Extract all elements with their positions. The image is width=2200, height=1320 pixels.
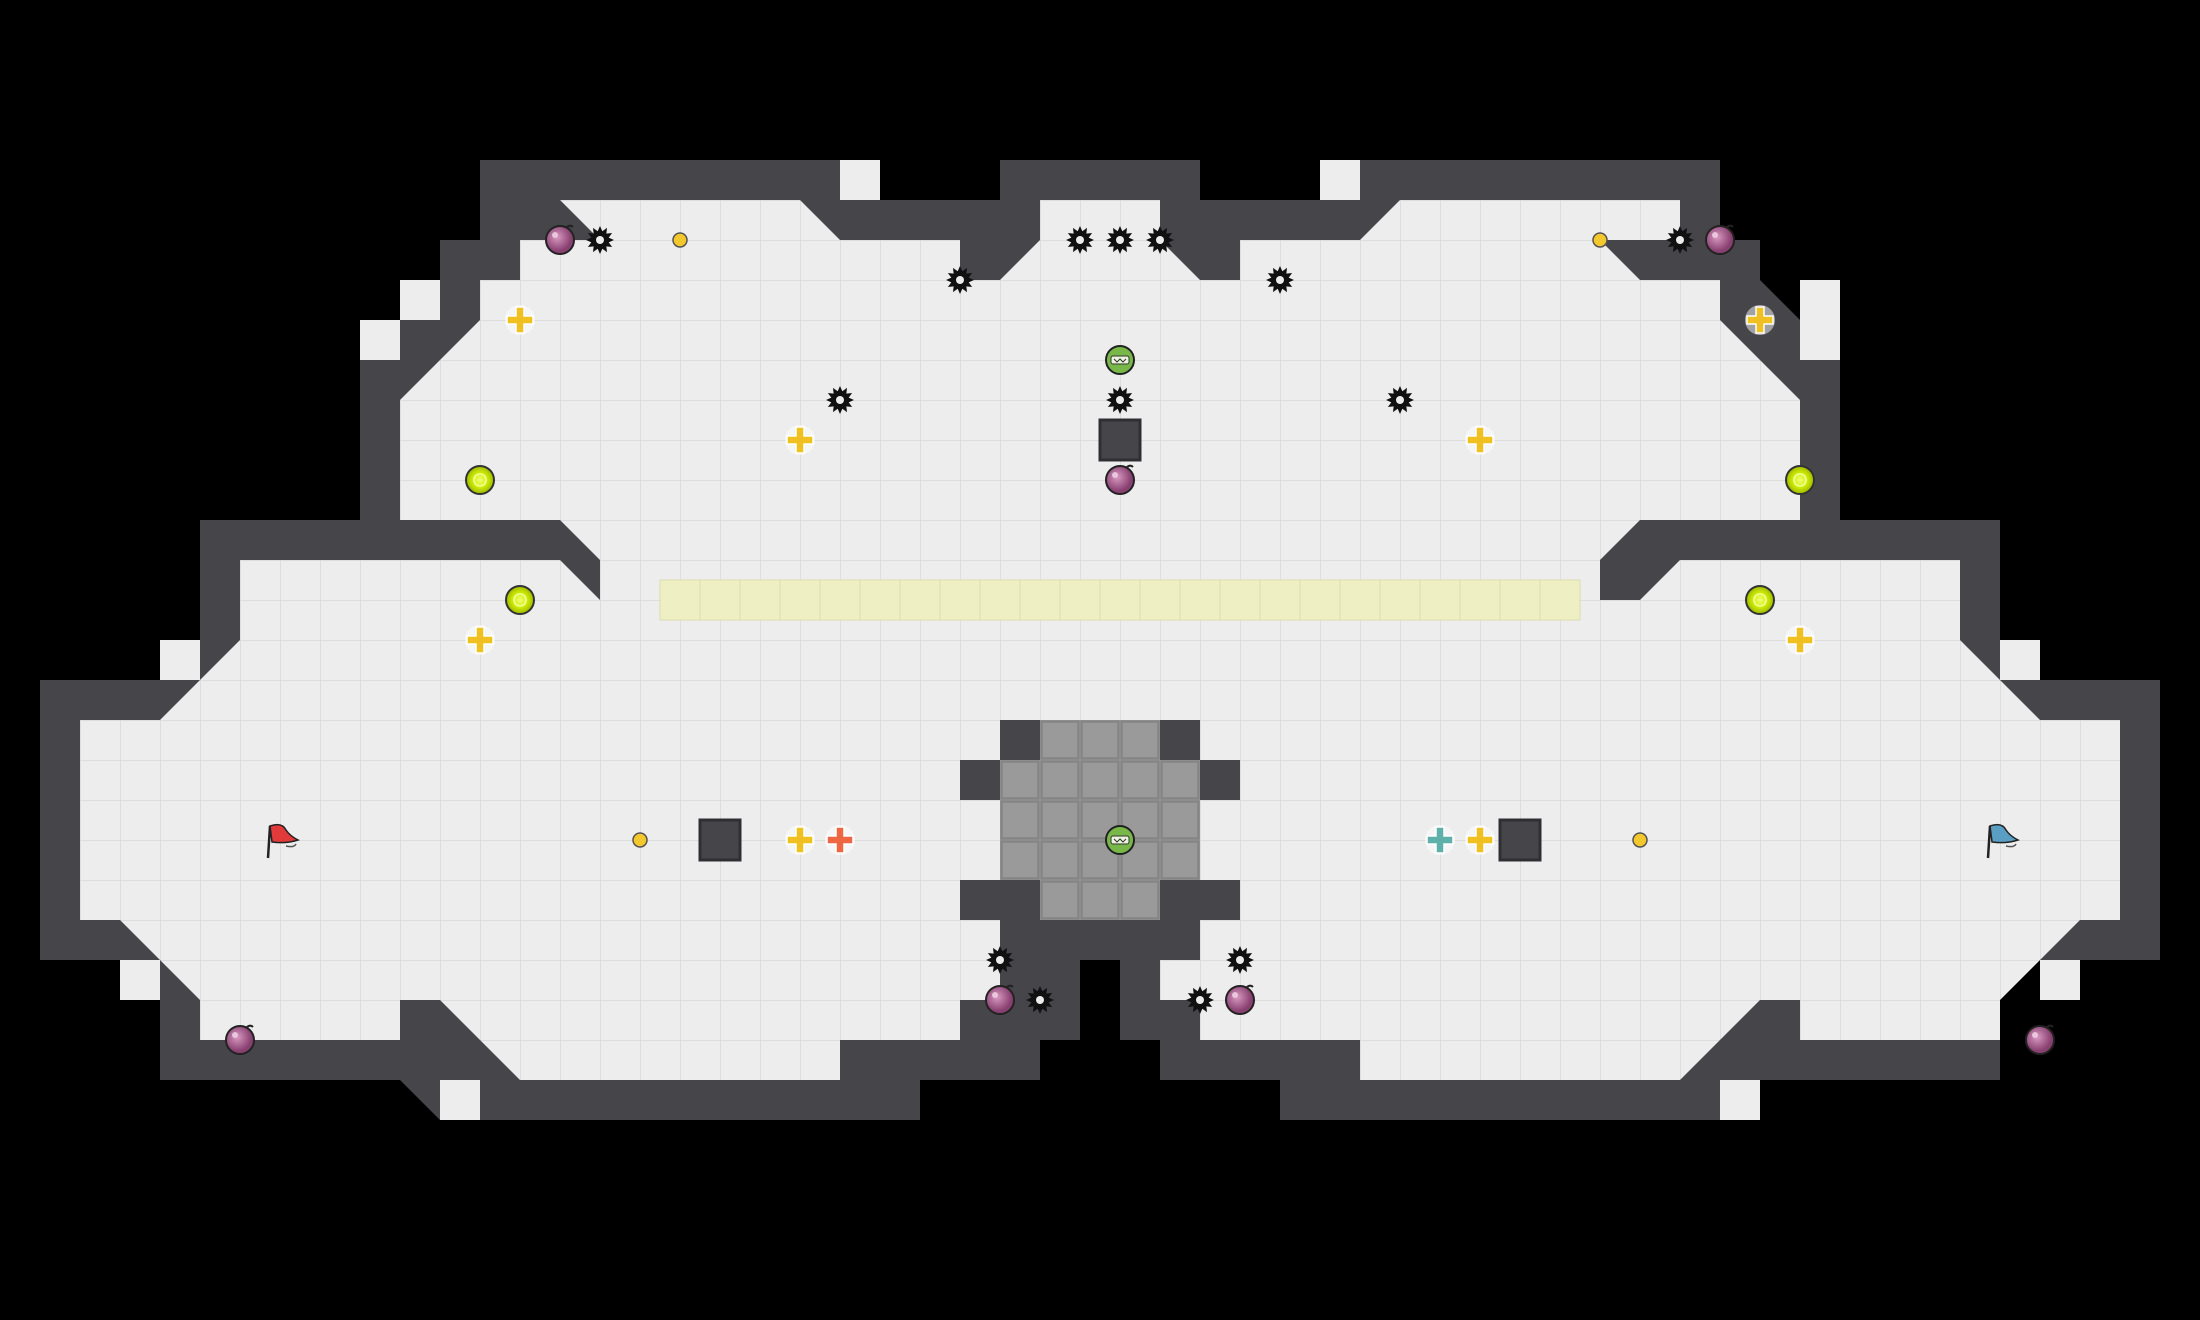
speed-strip-tile [939, 579, 981, 621]
bombs [225, 224, 2055, 1055]
speed-strip-tile [1099, 579, 1141, 621]
powerup-icon [1785, 625, 1815, 655]
wall-blocks [698, 418, 1542, 862]
wall-block [1498, 818, 1542, 862]
spike-icon [946, 266, 974, 294]
arena-floor [80, 200, 2120, 1080]
spike-icon [1386, 386, 1414, 414]
bomb-icon [2025, 1024, 2055, 1055]
spike-icon [1026, 986, 1054, 1014]
spike-icon [586, 226, 614, 254]
center-spawn-area [1000, 720, 1200, 920]
bomb-icon [1105, 464, 1135, 495]
speed-strip-tile [1059, 579, 1101, 621]
wall-block [698, 818, 742, 862]
boost-icon [505, 585, 535, 615]
bomb-icon [225, 1024, 255, 1055]
powerup-icon [465, 625, 495, 655]
speed-strip-tile [1259, 579, 1301, 621]
bomb-icon [1225, 984, 1255, 1015]
powerup-icon [505, 305, 535, 335]
spike-icon [1226, 946, 1254, 974]
speed-strip-tile [779, 579, 821, 621]
dots [632, 232, 1648, 848]
spike-icon [1066, 226, 1094, 254]
red-flag-icon [266, 823, 300, 859]
speed-strip-tile [1019, 579, 1061, 621]
dot-icon [1592, 232, 1608, 248]
powerup-icon [785, 825, 815, 855]
speed-strip-tile [859, 579, 901, 621]
speed-strip-tile [1139, 579, 1181, 621]
speed-strip-tile [1499, 579, 1541, 621]
spikes [586, 226, 1694, 1014]
dot-icon [672, 232, 688, 248]
bomb-icon [1705, 224, 1735, 255]
dot-icon [632, 832, 648, 848]
powerup-icon [785, 425, 815, 455]
powerup-icon [1745, 305, 1775, 335]
speed-strip-tile [1299, 579, 1341, 621]
powerup-icon [1465, 825, 1495, 855]
speed-strip-tile [1459, 579, 1501, 621]
dot-icon [1632, 832, 1648, 848]
speed-strip [659, 579, 1581, 621]
speed-strip-tile [819, 579, 861, 621]
teal-powerup-icon [1425, 825, 1455, 855]
spike-icon [1146, 226, 1174, 254]
speed-strip-tile [1539, 579, 1581, 621]
spike-icon [1266, 266, 1294, 294]
speed-strip-tile [739, 579, 781, 621]
portal-icon [1105, 825, 1135, 855]
speed-strip-tile [1179, 579, 1221, 621]
arena [40, 160, 2160, 1120]
spike-icon [986, 946, 1014, 974]
powerups [465, 305, 1815, 855]
speed-strip-tile [1379, 579, 1421, 621]
wall-block [1098, 418, 1142, 462]
speed-strip-tile [1219, 579, 1261, 621]
portals [1105, 345, 1135, 855]
powerup-icon [1465, 425, 1495, 455]
bomb-icon [545, 224, 575, 255]
red-powerup-icon [825, 825, 855, 855]
speed-strip-tile [699, 579, 741, 621]
speed-strip-tile [659, 579, 701, 621]
blue-flag-icon [1986, 823, 2020, 859]
speed-strip-tile [899, 579, 941, 621]
boost-icon [465, 465, 495, 495]
flags [266, 823, 2020, 859]
speed-strip-tile [1339, 579, 1381, 621]
spike-icon [1106, 226, 1134, 254]
portal-icon [1105, 345, 1135, 375]
spike-icon [1186, 986, 1214, 1014]
boost-icon [1785, 465, 1815, 495]
spike-icon [1666, 226, 1694, 254]
speed-strip-tile [1419, 579, 1461, 621]
spike-icon [826, 386, 854, 414]
corner-notches [120, 160, 2080, 1120]
speed-strip-tile [979, 579, 1021, 621]
spike-icon [1106, 386, 1134, 414]
boost-icon [1745, 585, 1775, 615]
boosts [465, 465, 1815, 615]
bomb-icon [985, 984, 1015, 1015]
